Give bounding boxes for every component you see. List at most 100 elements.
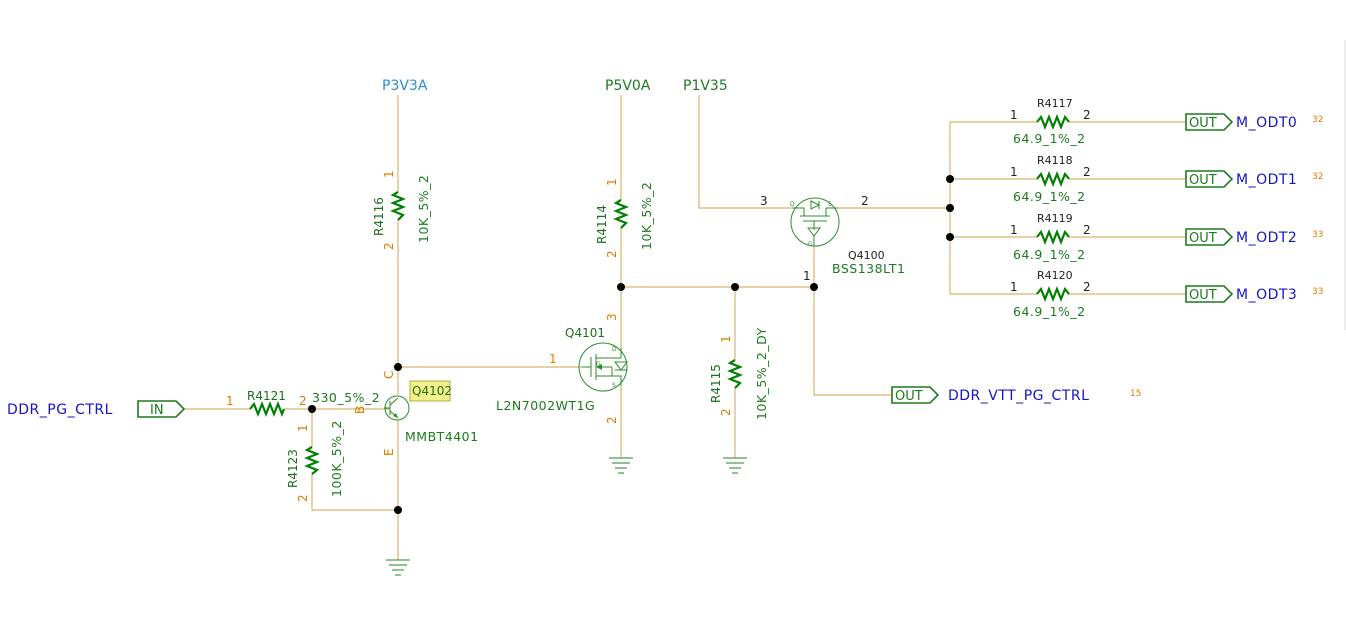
ground-symbol-q4101 — [609, 457, 633, 474]
svg-text:D: D — [790, 201, 795, 208]
junctions — [308, 175, 954, 514]
resistor-refdes: R4123 — [286, 449, 300, 488]
net-label: M_ODT2 — [1236, 230, 1297, 246]
pin-number: 2 — [605, 416, 619, 424]
pin-label: B — [353, 406, 367, 414]
page-xref: 33 — [1312, 230, 1323, 240]
resistor-symbol — [249, 401, 286, 417]
junction-dot — [946, 204, 954, 212]
power-label-p3v3a: P3V3A — [382, 78, 428, 94]
junction-dot — [308, 405, 316, 413]
pin-number: 2 — [382, 242, 396, 250]
port-label: OUT — [895, 389, 923, 404]
port-flag — [137, 400, 186, 418]
ground-symbol-q4102 — [386, 559, 410, 576]
port-label: OUT — [1189, 173, 1217, 188]
junction-dot — [946, 233, 954, 241]
input-port-ddr-pg-ctrl: DDR_PG_CTRL IN — [7, 400, 186, 418]
junction-dot — [394, 363, 402, 371]
port-flag — [1185, 228, 1234, 246]
pin-number: 1 — [1010, 165, 1018, 179]
resistor-symbol — [304, 446, 320, 475]
transistor-body — [790, 197, 840, 247]
resistor-refdes: R4119 — [1037, 212, 1073, 225]
ground-symbol-r4115 — [723, 457, 747, 474]
resistor-symbol — [1036, 114, 1070, 130]
transistor-refdes: Q4102 — [412, 384, 452, 398]
resistor-symbol — [613, 199, 629, 229]
page-xref: 33 — [1312, 287, 1323, 297]
port-flag — [1185, 113, 1234, 131]
junction-dot — [731, 283, 739, 291]
resistor-r4121: 1 2 R4121 330_5%_2 — [226, 389, 380, 417]
resistor-value: 10K_5%_2 — [639, 182, 654, 250]
transistor-part: L2N7002WT1G — [496, 398, 595, 413]
resistor-r4120: 1 2 R4120 64.9_1%_2 — [1010, 269, 1091, 319]
transistor-part: BSS138LT1 — [832, 261, 905, 276]
transistor-part: MMBT4401 — [405, 429, 479, 444]
output-port-m-odt1: OUT M_ODT1 32 — [1185, 170, 1323, 188]
resistor-symbol — [1036, 286, 1070, 302]
resistor-r4118: 1 2 R4118 64.9_1%_2 — [1010, 154, 1091, 204]
resistor-refdes: R4118 — [1037, 154, 1073, 167]
transistor-refdes: Q4100 — [848, 249, 885, 262]
pin-number: 3 — [605, 313, 619, 321]
transistor-refdes: Q4101 — [565, 326, 605, 340]
svg-text:G: G — [808, 241, 813, 248]
port-flag — [1185, 170, 1234, 188]
pin-number: 3 — [760, 194, 768, 208]
pin-number: 2 — [1083, 280, 1091, 294]
svg-text:G: G — [596, 361, 601, 368]
pin-number: 1 — [605, 178, 619, 186]
pin-number: 2 — [1083, 223, 1091, 237]
resistor-refdes: R4120 — [1037, 269, 1073, 282]
pin-number: 2 — [299, 394, 307, 408]
resistor-value: 64.9_1%_2 — [1013, 247, 1086, 262]
resistor-value: 10K_5%_2_DY — [754, 327, 769, 420]
transistor-q4100: D S G Q4100 BSS138LT1 3 2 1 — [760, 194, 905, 283]
resistor-r4117: 1 2 R4117 64.9_1%_2 — [1010, 97, 1091, 146]
resistor-symbol — [727, 359, 743, 389]
pin-number: 1 — [382, 170, 396, 178]
refdes-highlight — [409, 380, 451, 402]
pin-label: E — [382, 448, 396, 456]
resistor-refdes: R4115 — [709, 364, 723, 403]
pin-number: 2 — [1083, 108, 1091, 122]
resistor-r4116: 1 2 R4116 10K_5%_2 — [372, 170, 431, 250]
resistor-r4123: 1 2 R4123 100K_5%_2 — [286, 420, 344, 502]
port-label: OUT — [1189, 231, 1217, 246]
output-port-m-odt0: OUT M_ODT0 32 — [1185, 113, 1323, 131]
resistor-symbol — [1036, 171, 1070, 187]
power-label-p5v0a: P5V0A — [605, 78, 651, 94]
transistor-q4101: G D S Q4101 L2N7002WT1G 1 3 2 — [496, 313, 628, 424]
net-label: DDR_PG_CTRL — [7, 402, 113, 418]
pin-number: 1 — [1010, 280, 1018, 294]
resistor-refdes: R4114 — [595, 205, 609, 244]
svg-text:D: D — [612, 346, 617, 353]
resistor-value: 64.9_1%_2 — [1013, 304, 1086, 319]
port-flag — [1185, 285, 1234, 303]
net-label: M_ODT3 — [1236, 287, 1297, 303]
output-port-m-odt3: OUT M_ODT3 33 — [1185, 285, 1323, 303]
junction-dot — [810, 283, 818, 291]
resistor-refdes: R4116 — [372, 197, 386, 236]
transistor-q4102: Q4102 MMBT4401 C B E — [353, 371, 479, 456]
resistor-value: 100K_5%_2 — [329, 420, 344, 497]
resistor-r4114: 1 2 R4114 10K_5%_2 — [595, 178, 654, 258]
resistor-symbol — [1036, 229, 1070, 245]
resistor-r4115: 1 2 R4115 10K_5%_2_DY — [709, 327, 769, 420]
resistor-value: 10K_5%_2 — [416, 175, 431, 243]
resistor-value: 64.9_1%_2 — [1013, 131, 1086, 146]
page-xref: 32 — [1312, 115, 1323, 125]
svg-text:S: S — [612, 382, 616, 389]
junction-dot — [946, 175, 954, 183]
page-xref: 32 — [1312, 172, 1323, 182]
resistor-symbol — [390, 191, 406, 221]
page-xref: 15 — [1130, 389, 1141, 399]
pin-number: 1 — [549, 352, 557, 366]
net-label: DDR_VTT_PG_CTRL — [948, 388, 1089, 404]
pin-number: 1 — [296, 424, 310, 432]
output-port-ddr-vtt-pg-ctrl: OUT DDR_VTT_PG_CTRL 15 — [891, 386, 1141, 404]
resistor-refdes: R4121 — [247, 389, 286, 403]
pin-number: 2 — [719, 408, 733, 416]
